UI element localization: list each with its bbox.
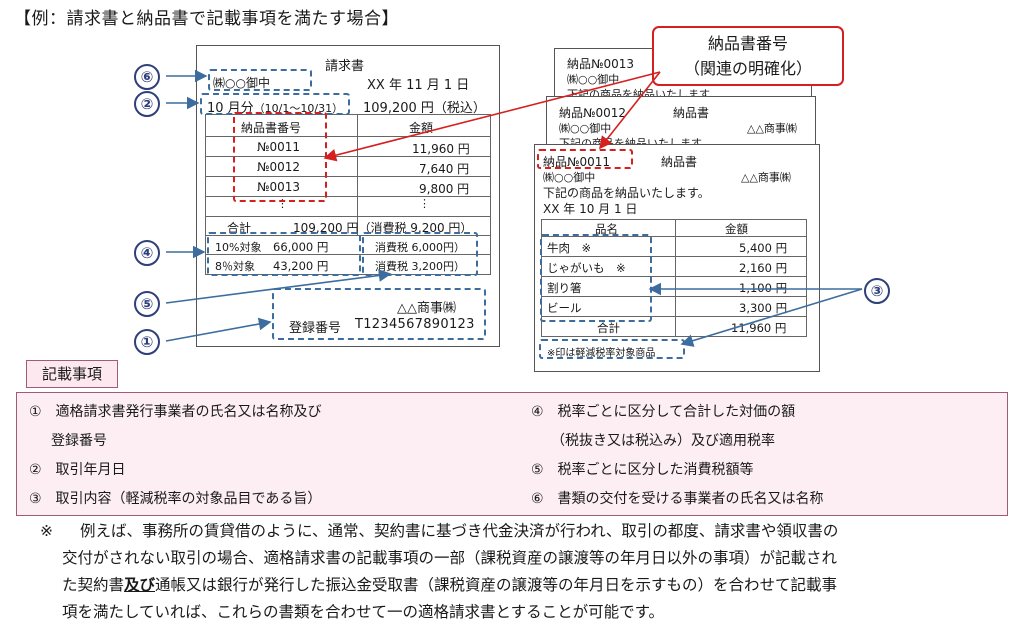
tax8-tax: 消費税 3,200円） — [375, 260, 465, 273]
invoice-row-no: №0011 — [257, 140, 301, 154]
invoice-period-range: （10/1～10/31） — [253, 102, 344, 115]
delivery-heading: 納品書 — [661, 155, 698, 169]
delivery-no: 納品№0012 — [559, 106, 627, 120]
delivery-note-0011: 納品№0011 納品書 ㈱○○御中 △△商事㈱ 下記の商品を納品いたします。 X… — [534, 144, 820, 372]
delivery-no: 納品№0013 — [567, 57, 635, 71]
invoice-sum-label: 合計 — [227, 221, 252, 235]
registration-number: T1234567890123 — [355, 317, 475, 332]
requirement-6: ⑥ 書類の交付を受ける事業者の氏名又は名称 — [531, 491, 824, 507]
note-line-2: 交付がされない取引の場合、適格請求書の記載事項の一部（課税資産の譲渡等の年月日以… — [62, 549, 838, 567]
arrow-callout-invoice — [323, 71, 661, 162]
invoice-sum-value: 109,200 円（消費税 9,200 円） — [293, 221, 473, 235]
col-delivery-no: 納品書番号 — [241, 121, 302, 135]
invoice-row-amount: 9,800 円 — [419, 182, 470, 196]
footnote-highlight — [539, 339, 685, 359]
col-amount: 金額 — [725, 222, 748, 236]
tax10-tax: 消費税 6,000円） — [375, 241, 465, 254]
invoice-issuer: △△商事㈱ — [397, 301, 456, 316]
delivery-heading: 納品書 — [673, 106, 710, 120]
arrow-marker-3-footnote — [680, 288, 863, 347]
invoice-heading: 請求書 — [325, 59, 365, 74]
requirement-1: ① 適格請求書発行事業者の氏名又は名称及び — [29, 404, 322, 420]
items-highlight — [540, 234, 652, 322]
delivery-no: 納品№0011 — [543, 155, 611, 169]
note-line-1: 例えば、事務所の賃貸借のように、通常、契約書に基づき代金決済が行われ、取引の都度… — [80, 522, 839, 540]
invoice-row-amount: 11,960 円 — [412, 142, 470, 156]
delivery-footnote: ※印は軽減税率対象商品 — [547, 348, 656, 359]
callout-line1: 納品書番号 — [707, 34, 788, 53]
tax10-label: 10%対象 — [215, 241, 262, 254]
delivery-item: じゃがいも ※ — [547, 261, 626, 275]
marker-6: ⑥ — [134, 64, 160, 90]
delivery-amount: 1,100 円 — [739, 281, 788, 295]
delivery-amount: 3,300 円 — [739, 301, 788, 315]
delivery-recipient: ㈱○○御中 — [567, 73, 620, 86]
marker-5: ⑤ — [134, 291, 160, 317]
invoice-row-no: №0013 — [257, 180, 301, 194]
tax-rate-highlight — [207, 232, 361, 276]
note-line-3c: 通帳又は銀行が発行した振込金受取書（課税資産の譲渡等の年月日を示すもの）を合わせ… — [155, 576, 838, 594]
requirement-4: ④ 税率ごとに区分して合計した対価の額 — [531, 404, 796, 420]
delivery-issuer: △△商事㈱ — [747, 122, 797, 135]
requirement-1-cont: 登録番号 — [51, 433, 107, 449]
period-highlight — [200, 93, 350, 115]
delivery-item: ビール — [547, 301, 582, 315]
invoice-row-no: №0012 — [257, 160, 301, 174]
delivery-text: 下記の商品を納品いたします。 — [543, 186, 710, 200]
invoice-ellipsis: ⋮ — [419, 197, 430, 210]
requirements-label: 記載事項 — [26, 360, 118, 388]
page-title: 【例：請求書と納品書で記載事項を満たす場合】 — [14, 9, 399, 29]
tax8-amount: 43,200 円 — [273, 259, 329, 273]
delivery-recipient: ㈱○○御中 — [559, 122, 612, 135]
requirement-4-cont: （税抜き又は税込み）及び適用税率 — [551, 433, 775, 449]
delivery-item: 割り箸 — [547, 281, 582, 295]
arrow-marker-5 — [165, 269, 392, 304]
arrow-callout-delivery — [599, 71, 661, 150]
recipient-highlight — [208, 69, 312, 91]
note-line-3a: た契約書 — [62, 576, 125, 594]
delivery-number-callout: 納品書番号 （関連の明確化） — [652, 26, 844, 86]
tax-amount-highlight — [362, 232, 478, 276]
delivery-sum-label: 合計 — [597, 321, 620, 335]
tax10-amount: 66,000 円 — [273, 240, 329, 254]
note-line-4: 項を満たしていれば、これらの書類を合わせて一の適格請求書とすることが可能です。 — [62, 603, 665, 621]
delivery-issuer: △△商事㈱ — [741, 171, 791, 184]
invoice-recipient: ㈱○○御中 — [213, 76, 270, 90]
tax8-label: 8％対象 — [215, 260, 255, 273]
marker-2: ② — [134, 91, 160, 117]
col-item: 品名 — [595, 222, 618, 236]
requirement-5: ⑤ 税率ごとに区分した消費税額等 — [531, 462, 754, 478]
registration-label: 登録番号 — [289, 321, 342, 336]
requirements-panel: ① 適格請求書発行事業者の氏名又は名称及び 登録番号 ② 取引年月日 ③ 取引内… — [16, 392, 1008, 516]
marker-4: ④ — [134, 240, 160, 266]
invoice-ellipsis: ⋮ — [277, 197, 288, 210]
invoice-total-top: 109,200 円（税込） — [363, 101, 486, 116]
marker-1: ① — [134, 329, 160, 355]
note-emphasis: 及び — [124, 576, 156, 594]
requirement-3: ③ 取引内容（軽減税率の対象品目である旨） — [29, 491, 322, 507]
delivery-recipient: ㈱○○御中 — [543, 171, 596, 184]
marker-3: ③ — [864, 278, 890, 304]
delivery-amount: 5,400 円 — [739, 241, 788, 255]
note-mark: ※ — [40, 522, 53, 540]
callout-line2: （関連の明確化） — [683, 59, 812, 78]
invoice-date: XX 年 11 月 1 日 — [367, 78, 470, 93]
note-line-3: た契約書及び通帳又は銀行が発行した振込金受取書（課税資産の譲渡等の年月日を示すも… — [62, 572, 837, 599]
requirement-2: ② 取引年月日 — [29, 462, 126, 478]
delivery-item: 牛肉 ※ — [547, 241, 592, 255]
arrow-marker-1 — [165, 317, 272, 342]
delivery-date: XX 年 10 月 1 日 — [543, 202, 638, 216]
invoice-row-amount: 7,640 円 — [419, 162, 470, 176]
delivery-amount: 2,160 円 — [739, 261, 788, 275]
issuer-highlight — [272, 288, 486, 340]
delivery-no-0011-highlight — [537, 149, 633, 169]
